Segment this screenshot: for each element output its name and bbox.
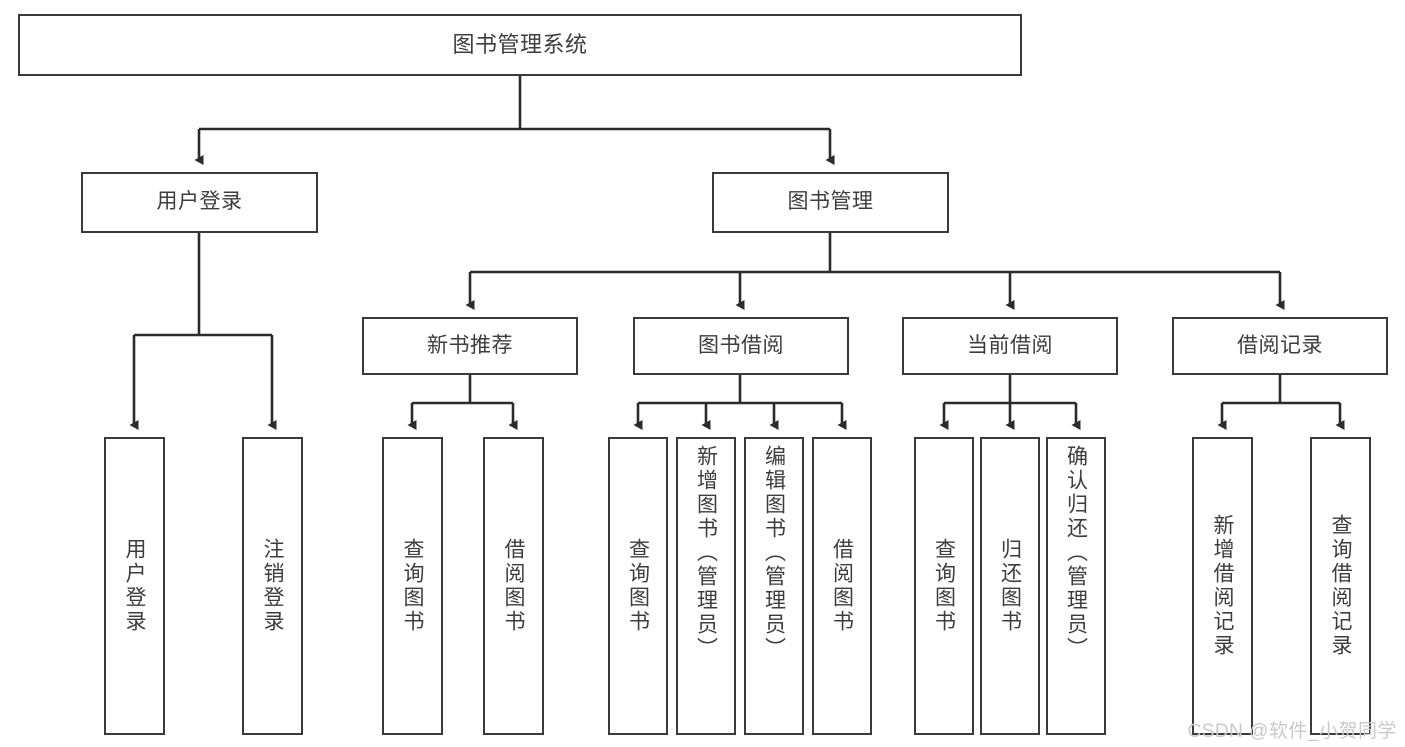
leaf-records-add-record[interactable]: 新增借阅记录 <box>1192 437 1253 735</box>
node-label: 查询图书 <box>401 538 424 634</box>
node-label: 查询图书 <box>626 538 650 634</box>
node-label: 新增图书（管理员） <box>694 445 718 661</box>
node-label: 查询图书 <box>932 538 956 634</box>
leaf-borrow-query-books[interactable]: 查询图书 <box>608 437 668 735</box>
node-new-book-recommend[interactable]: 新书推荐 <box>362 317 578 375</box>
node-label: 用户登录 <box>123 538 146 634</box>
node-label: 查询借阅记录 <box>1329 514 1352 658</box>
node-label: 确认归还（管理员） <box>1064 445 1088 661</box>
node-root-system[interactable]: 图书管理系统 <box>18 14 1022 76</box>
node-label: 借阅图书 <box>830 538 854 634</box>
leaf-newbook-query-books[interactable]: 查询图书 <box>382 437 443 735</box>
node-current-borrow[interactable]: 当前借阅 <box>902 317 1118 375</box>
node-label: 借阅图书 <box>502 538 525 634</box>
node-label: 图书管理系统 <box>452 32 588 58</box>
node-label: 图书管理 <box>787 190 874 214</box>
node-label: 编辑图书（管理员） <box>762 445 786 661</box>
node-book-management[interactable]: 图书管理 <box>712 172 949 233</box>
node-label: 当前借阅 <box>967 333 1053 357</box>
node-user-login[interactable]: 用户登录 <box>81 172 318 233</box>
leaf-borrow-borrow-books[interactable]: 借阅图书 <box>812 437 872 735</box>
leaf-borrow-add-book-admin[interactable]: 新增图书（管理员） <box>676 437 736 735</box>
watermark-text: CSDN @软件_小贺同学 <box>1187 721 1397 742</box>
node-label: 新书推荐 <box>427 333 513 357</box>
node-label: 新增借阅记录 <box>1211 514 1234 658</box>
leaf-records-query-record[interactable]: 查询借阅记录 <box>1310 437 1371 735</box>
leaf-borrow-edit-book-admin[interactable]: 编辑图书（管理员） <box>744 437 804 735</box>
node-label: 图书借阅 <box>698 333 784 357</box>
node-label: 借阅记录 <box>1237 333 1323 357</box>
node-book-borrow[interactable]: 图书借阅 <box>633 317 849 375</box>
node-label: 用户登录 <box>156 190 243 214</box>
node-label: 归还图书 <box>998 538 1022 634</box>
leaf-current-query-books[interactable]: 查询图书 <box>914 437 974 735</box>
leaf-newbook-borrow-books[interactable]: 借阅图书 <box>483 437 544 735</box>
leaf-user-login[interactable]: 用户登录 <box>104 437 165 735</box>
node-label: 注销登录 <box>261 538 284 634</box>
node-borrow-records[interactable]: 借阅记录 <box>1172 317 1388 375</box>
leaf-logout[interactable]: 注销登录 <box>242 437 303 735</box>
leaf-current-confirm-return-admin[interactable]: 确认归还（管理员） <box>1046 437 1106 735</box>
leaf-current-return-books[interactable]: 归还图书 <box>980 437 1040 735</box>
